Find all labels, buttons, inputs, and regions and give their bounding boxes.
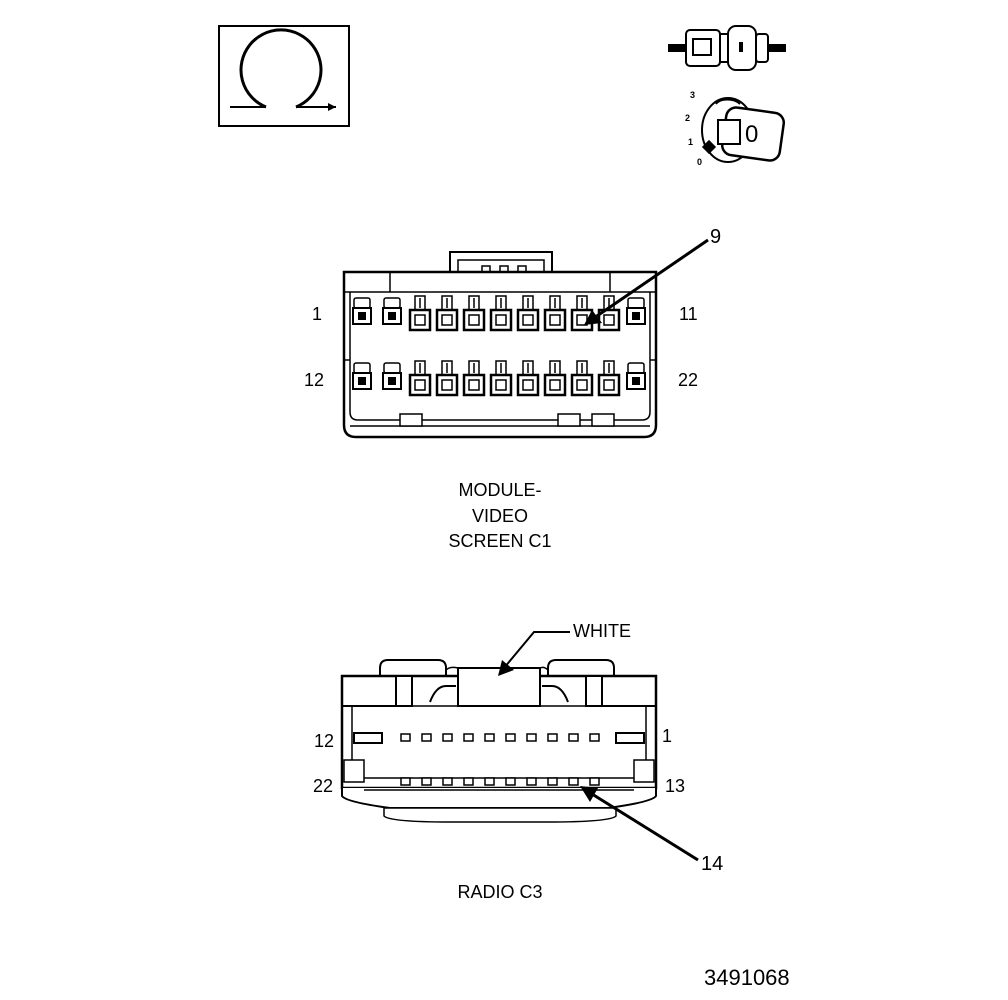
c3-title: RADIO C3 (457, 882, 543, 902)
c1-pin-cavity (597, 295, 621, 332)
c1-pin-cavity (408, 360, 432, 397)
c1-pin-cavity (462, 295, 486, 332)
c3-pin-cavity (505, 777, 516, 786)
c1-pin-cavity (435, 360, 459, 397)
connector-plug-icon (668, 25, 786, 71)
c3-pin-cavity (400, 777, 411, 786)
c3-pin-cavity (463, 777, 474, 786)
c1-pin-cavity (543, 295, 567, 332)
c3-pin-cavity (568, 733, 579, 742)
c1-pin-cavity (489, 295, 513, 332)
c3-pin-label-12: 12 (314, 731, 335, 751)
c1-pin-cavity (626, 297, 646, 325)
c3-color-label: WHITE (573, 621, 631, 641)
c1-pin-cavity (462, 360, 486, 397)
c1-connector (342, 251, 658, 439)
c3-pin-cavity (547, 777, 558, 786)
figure-number: 3491068 (704, 965, 790, 990)
c3-pin-cavity (568, 777, 579, 786)
c3-pin-label-1: 1 (662, 726, 673, 746)
rotation-symbol-icon (218, 25, 350, 127)
c3-callout-leader (580, 786, 699, 862)
c1-pin-cavity (570, 360, 594, 397)
c1-pin-cavity (626, 362, 646, 390)
ignition-position-1: 1 (688, 137, 694, 147)
c3-pin-cavity (442, 733, 453, 742)
key-letter: 0 (745, 121, 759, 148)
c3-pin-cavity (589, 733, 600, 742)
c3-pin-cavity (400, 733, 411, 742)
c3-pin-cavity (547, 733, 558, 742)
c3-pin-cavity (421, 777, 432, 786)
c1-pin-cavity (408, 295, 432, 332)
c3-pin-label-13: 13 (665, 776, 686, 796)
c3-connector (340, 659, 658, 823)
c1-pin-cavity (352, 297, 372, 325)
c1-pin-cavity (435, 295, 459, 332)
c1-callout-leader (584, 238, 709, 325)
c3-pin-cavity (421, 733, 432, 742)
c1-pin-label-12: 12 (304, 370, 325, 390)
c1-pin-label-22: 22 (678, 370, 699, 390)
c1-pin-cavity (352, 362, 372, 390)
c3-pin-label-22: 22 (313, 776, 334, 796)
c1-title-line-3: SCREEN C1 (448, 531, 552, 551)
ignition-position-3: 3 (690, 90, 696, 100)
c1-pin-cavity (597, 360, 621, 397)
c1-title-line-2: VIDEO (471, 506, 528, 526)
c3-pin-cavity (442, 777, 453, 786)
c3-end-cavity (353, 732, 383, 744)
c1-pin-cavity (516, 295, 540, 332)
callout-9: 9 (710, 226, 722, 248)
ignition-position-0: 0 (697, 157, 703, 167)
c3-pin-cavity (484, 777, 495, 786)
c1-pin-cavity (382, 362, 402, 390)
c1-pin-cavity (516, 360, 540, 397)
c3-pin-cavity (589, 777, 600, 786)
c1-title-line-1: MODULE- (458, 480, 542, 500)
c3-color-leader (498, 631, 570, 676)
c3-pin-cavity (526, 777, 537, 786)
c3-pin-cavity (463, 733, 474, 742)
c3-pin-cavity (505, 733, 516, 742)
c3-end-cavity (615, 732, 645, 744)
c1-pin-cavity (382, 297, 402, 325)
c3-pin-cavity (484, 733, 495, 742)
c3-pin-cavity (526, 733, 537, 742)
ignition-position-2: 2 (685, 113, 691, 123)
c1-pin-cavity (489, 360, 513, 397)
ignition-key-icon (701, 97, 786, 163)
callout-14: 14 (701, 853, 724, 875)
c1-pin-cavity (543, 360, 567, 397)
c1-pin-label-11: 11 (679, 304, 698, 324)
c1-pin-label-1: 1 (312, 304, 323, 324)
